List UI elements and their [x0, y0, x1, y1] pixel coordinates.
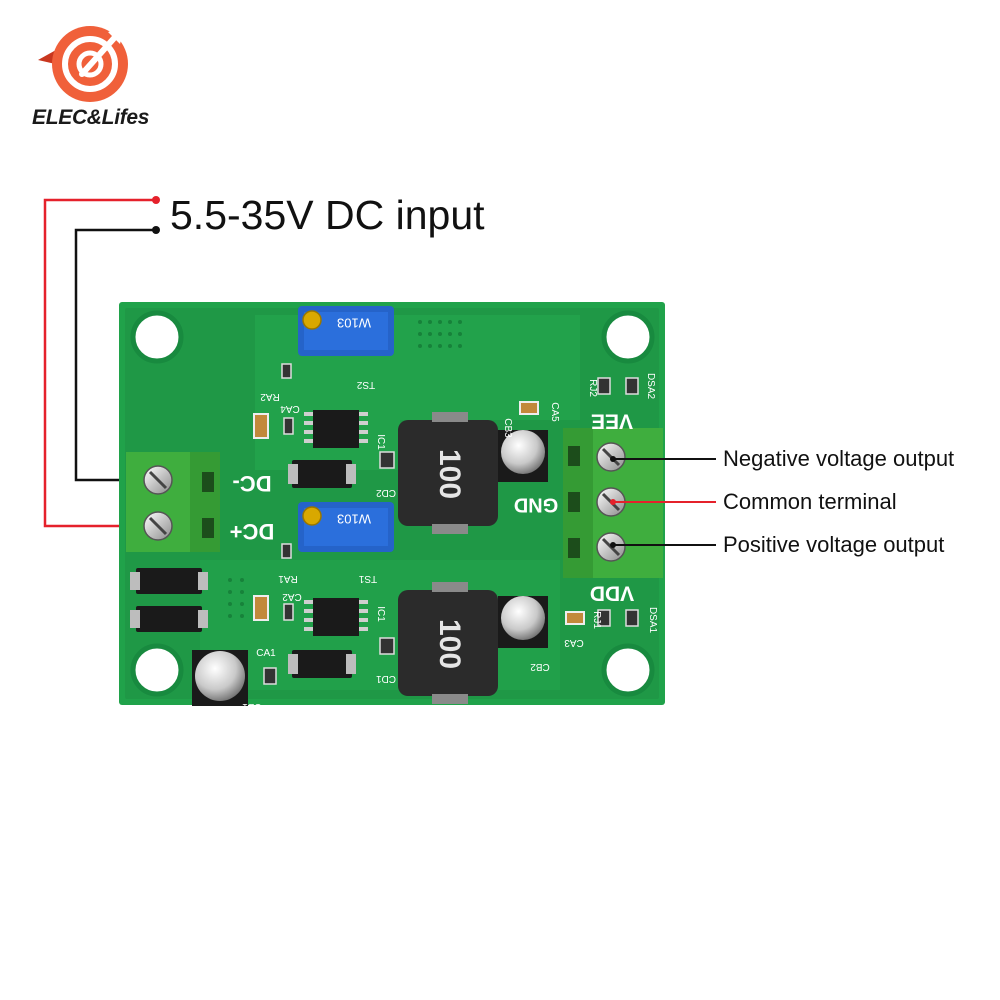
vdd-label: VDD	[590, 581, 634, 604]
label-dsa1: DSA1	[647, 607, 658, 634]
label-ts1: TS1	[358, 573, 377, 584]
inductor-marking-bottom: 100	[433, 619, 466, 669]
label-ca1: CA1	[256, 648, 276, 659]
trimmer-marking-bottom: W103	[337, 512, 371, 527]
positive-output-callout: Positive voltage output	[723, 532, 945, 557]
label-ca4: CA4	[280, 403, 300, 414]
dc-positive-label: DC+	[230, 519, 275, 544]
label-rj1: RJ1	[591, 611, 602, 629]
label-rj2: RJ2	[587, 379, 598, 397]
label-cd2: CD2	[376, 487, 396, 498]
smd-components	[253, 363, 639, 685]
input-terminal-block	[126, 452, 220, 552]
electrolytic-capacitors	[192, 430, 548, 706]
output-callout-lines	[610, 456, 716, 548]
inductor-marking-top: 100	[433, 449, 466, 499]
ic-chips	[304, 410, 368, 636]
label-ra2: RA2	[260, 391, 280, 402]
label-dsa2: DSA2	[645, 373, 656, 400]
label-ic1-top: IC1	[375, 434, 386, 450]
label-ca2: CA2	[282, 591, 302, 602]
vee-label: VEE	[591, 409, 633, 432]
label-cb3: CB3	[502, 418, 513, 438]
label-cb2: CB2	[530, 661, 550, 672]
trimmer-potentiometers	[298, 306, 394, 552]
label-ca3: CA3	[564, 637, 584, 648]
silkscreen-labels: RA2 CA4 IC1 TS2 CD2 CB3 CA5 RJ2 DSA2 RA1…	[242, 373, 658, 712]
brand-name: ELEC&Lifes	[32, 106, 150, 129]
trimmer-marking-top: W103	[337, 316, 371, 331]
gnd-label: GND	[514, 494, 558, 516]
input-voltage-label: 5.5-35V DC input	[170, 192, 485, 238]
label-ic1-bottom: IC1	[375, 606, 386, 622]
common-terminal-callout: Common terminal	[723, 489, 897, 514]
label-ts2: TS2	[356, 379, 375, 390]
label-cd1: CD1	[376, 673, 396, 684]
dc-negative-label: DC-	[232, 471, 271, 496]
logo-icon	[38, 26, 128, 102]
label-ca5: CA5	[549, 402, 560, 422]
label-cb1: CB1	[242, 701, 262, 712]
inductors	[398, 412, 498, 704]
diodes	[130, 460, 356, 678]
label-ra1: RA1	[278, 573, 298, 584]
negative-output-callout: Negative voltage output	[723, 446, 955, 471]
mounting-holes	[130, 310, 655, 697]
